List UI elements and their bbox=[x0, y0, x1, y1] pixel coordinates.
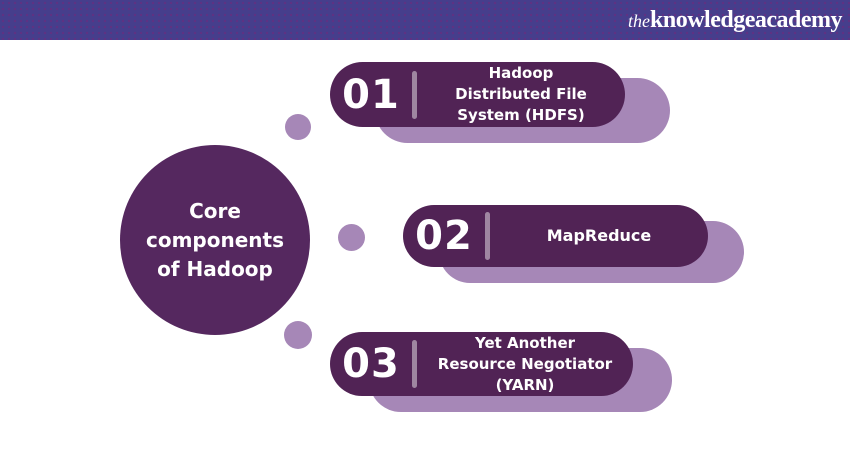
connector-dot-1 bbox=[285, 114, 311, 140]
brand-logo: theknowledgeacademy bbox=[628, 0, 843, 40]
diagram-title: Core components of Hadoop bbox=[146, 198, 284, 281]
item-label: MapReduce bbox=[546, 225, 652, 245]
item-number: 02 bbox=[415, 213, 473, 259]
item-label: Yet Another Resource Negotiator (YARN) bbox=[437, 333, 613, 394]
pill: 01 Hadoop Distributed File System (HDFS) bbox=[330, 62, 625, 127]
header-bar: theknowledgeacademy bbox=[0, 0, 850, 40]
pill: 02 MapReduce bbox=[403, 205, 708, 267]
divider-bar bbox=[412, 340, 417, 388]
component-item-hdfs: 01 Hadoop Distributed File System (HDFS) bbox=[330, 62, 670, 143]
brand-logo-prefix: the bbox=[628, 11, 650, 31]
pill: 03 Yet Another Resource Negotiator (YARN… bbox=[330, 332, 633, 396]
component-item-mapreduce: 02 MapReduce bbox=[403, 205, 744, 283]
connector-dot-3 bbox=[284, 321, 312, 349]
item-number: 03 bbox=[342, 341, 400, 387]
component-item-yarn: 03 Yet Another Resource Negotiator (YARN… bbox=[330, 332, 672, 412]
item-number: 01 bbox=[342, 71, 400, 118]
item-label: Hadoop Distributed File System (HDFS) bbox=[455, 64, 587, 124]
central-circle: Core components of Hadoop bbox=[120, 145, 310, 335]
divider-bar bbox=[485, 212, 490, 260]
divider-bar bbox=[412, 70, 417, 119]
brand-logo-name: knowledgeacademy bbox=[650, 7, 843, 33]
connector-dot-2 bbox=[338, 224, 365, 251]
